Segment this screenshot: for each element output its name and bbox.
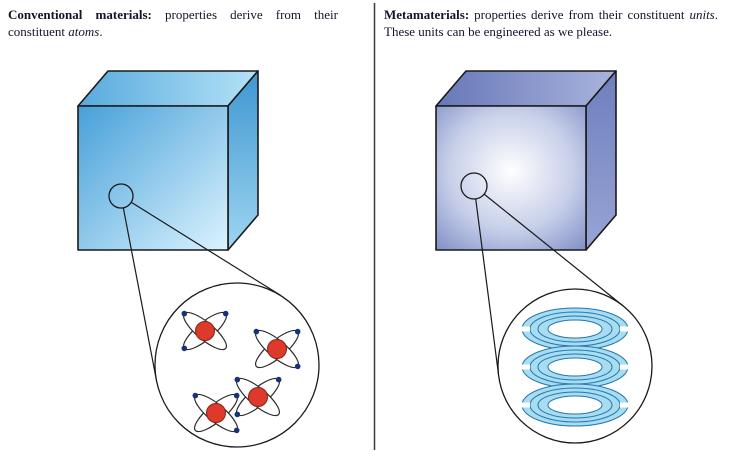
electron — [275, 376, 282, 383]
cube-front-face — [77, 105, 229, 251]
sample-spot-circle — [460, 172, 488, 200]
caption-body-italic: atoms — [68, 24, 100, 39]
title-separator: : — [147, 7, 166, 22]
ring-line — [537, 315, 613, 343]
metamaterials-caption: Metamaterials: properties derive from th… — [384, 6, 718, 40]
electron — [181, 310, 188, 317]
ring-line — [537, 391, 613, 419]
ring-gap — [620, 326, 634, 332]
nucleus — [206, 403, 226, 423]
cube-top-face — [435, 70, 617, 107]
cone-line — [122, 207, 158, 381]
nucleus — [267, 339, 287, 359]
electron — [294, 363, 301, 370]
nucleus — [195, 321, 215, 341]
atom-icon — [253, 328, 301, 370]
conventional-caption: Conventional materials: properties deriv… — [8, 6, 338, 40]
metamaterial-cube — [435, 70, 617, 251]
atoms-group — [181, 310, 301, 434]
cube-front-face — [435, 105, 587, 251]
electron — [233, 392, 240, 399]
electron — [222, 310, 229, 317]
split-ring-icon — [516, 383, 634, 427]
cube-top-face — [77, 70, 259, 107]
metamaterials-title: Metamaterials — [384, 7, 465, 22]
title-separator: : — [464, 7, 475, 22]
electron — [253, 328, 260, 335]
sample-spot-circle — [108, 183, 134, 209]
electron — [234, 376, 241, 383]
ring-hole — [547, 319, 603, 339]
electron — [233, 427, 240, 434]
electron — [294, 328, 301, 335]
atom-icon — [234, 376, 282, 418]
caption-body-end: . These units can be engineered as we pl… — [384, 7, 718, 39]
ring-hole — [547, 395, 603, 415]
caption-body-italic: units — [689, 7, 715, 22]
caption-body: properties derive from their constituent — [8, 7, 338, 39]
cone-line — [483, 193, 624, 307]
split-ring-icon — [516, 345, 634, 389]
ring-gap — [516, 402, 530, 408]
split-rings-group — [516, 307, 634, 427]
ring-gap — [620, 364, 634, 370]
conventional-title: Conventional materials — [8, 7, 148, 22]
electron — [192, 392, 199, 399]
ring-gap — [516, 326, 530, 332]
cone-line — [130, 201, 281, 296]
ring-line — [537, 353, 613, 381]
cone-line — [475, 198, 500, 376]
ring-hole — [547, 357, 603, 377]
atom-icon — [192, 392, 240, 434]
atom-icon — [181, 310, 229, 352]
caption-body-end: . — [99, 24, 103, 39]
electron — [234, 411, 241, 418]
nucleus — [248, 387, 268, 407]
ring-gap — [620, 402, 634, 408]
caption-body: properties derive from their constituent — [474, 7, 690, 22]
electron — [181, 345, 188, 352]
ring-gap — [516, 364, 530, 370]
conventional-cube — [77, 70, 259, 251]
